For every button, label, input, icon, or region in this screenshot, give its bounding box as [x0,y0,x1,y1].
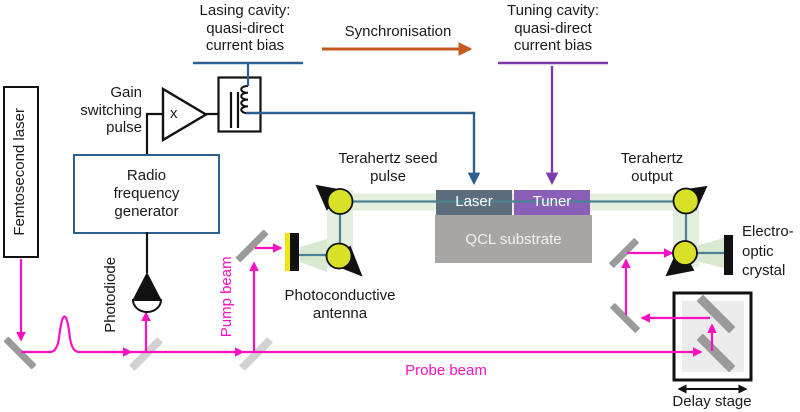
label-lasing-cavity: Lasing cavity: quasi-direct current bias [199,2,291,55]
label-tuning-cavity: Tuning cavity: quasi-direct current bias [507,2,599,55]
electro-optic-crystal-icon [724,235,733,275]
label-tuner: Tuner [532,193,572,210]
femtosecond-laser-box [3,86,39,258]
rf-generator-box: Radio frequency generator [73,154,220,234]
label-terahertz-output: Terahertz output [620,150,684,185]
label-qcl-substrate: QCL substrate [465,231,562,248]
label-photoconductive-antenna: Photoconductive antenna [284,287,396,322]
bias-tee-icon [217,76,262,133]
label-amplifier-gain: x [170,105,178,122]
label-pump-beam: Pump beam [218,256,236,338]
photodiode-icon [131,272,163,313]
label-electro-optic-crystal: Electro- optic crystal [742,223,794,279]
label-femtosecond-laser: Femtosecond laser [11,108,29,236]
label-laser: Laser [455,193,493,210]
rf-generator-label: Radio frequency generator [113,167,180,220]
photoconductive-antenna-icon [285,233,299,271]
delay-stage-box [672,291,753,394]
label-terahertz-seed: Terahertz seed pulse [338,150,438,185]
label-probe-beam: Probe beam [405,362,487,379]
beamsplitter-icon [129,337,273,371]
label-photodiode: Photodiode [102,256,120,333]
label-gain-switching-pulse: Gain switching pulse [80,84,142,137]
label-delay-stage: Delay stage [672,393,752,410]
label-synchronisation: Synchronisation [344,23,452,40]
